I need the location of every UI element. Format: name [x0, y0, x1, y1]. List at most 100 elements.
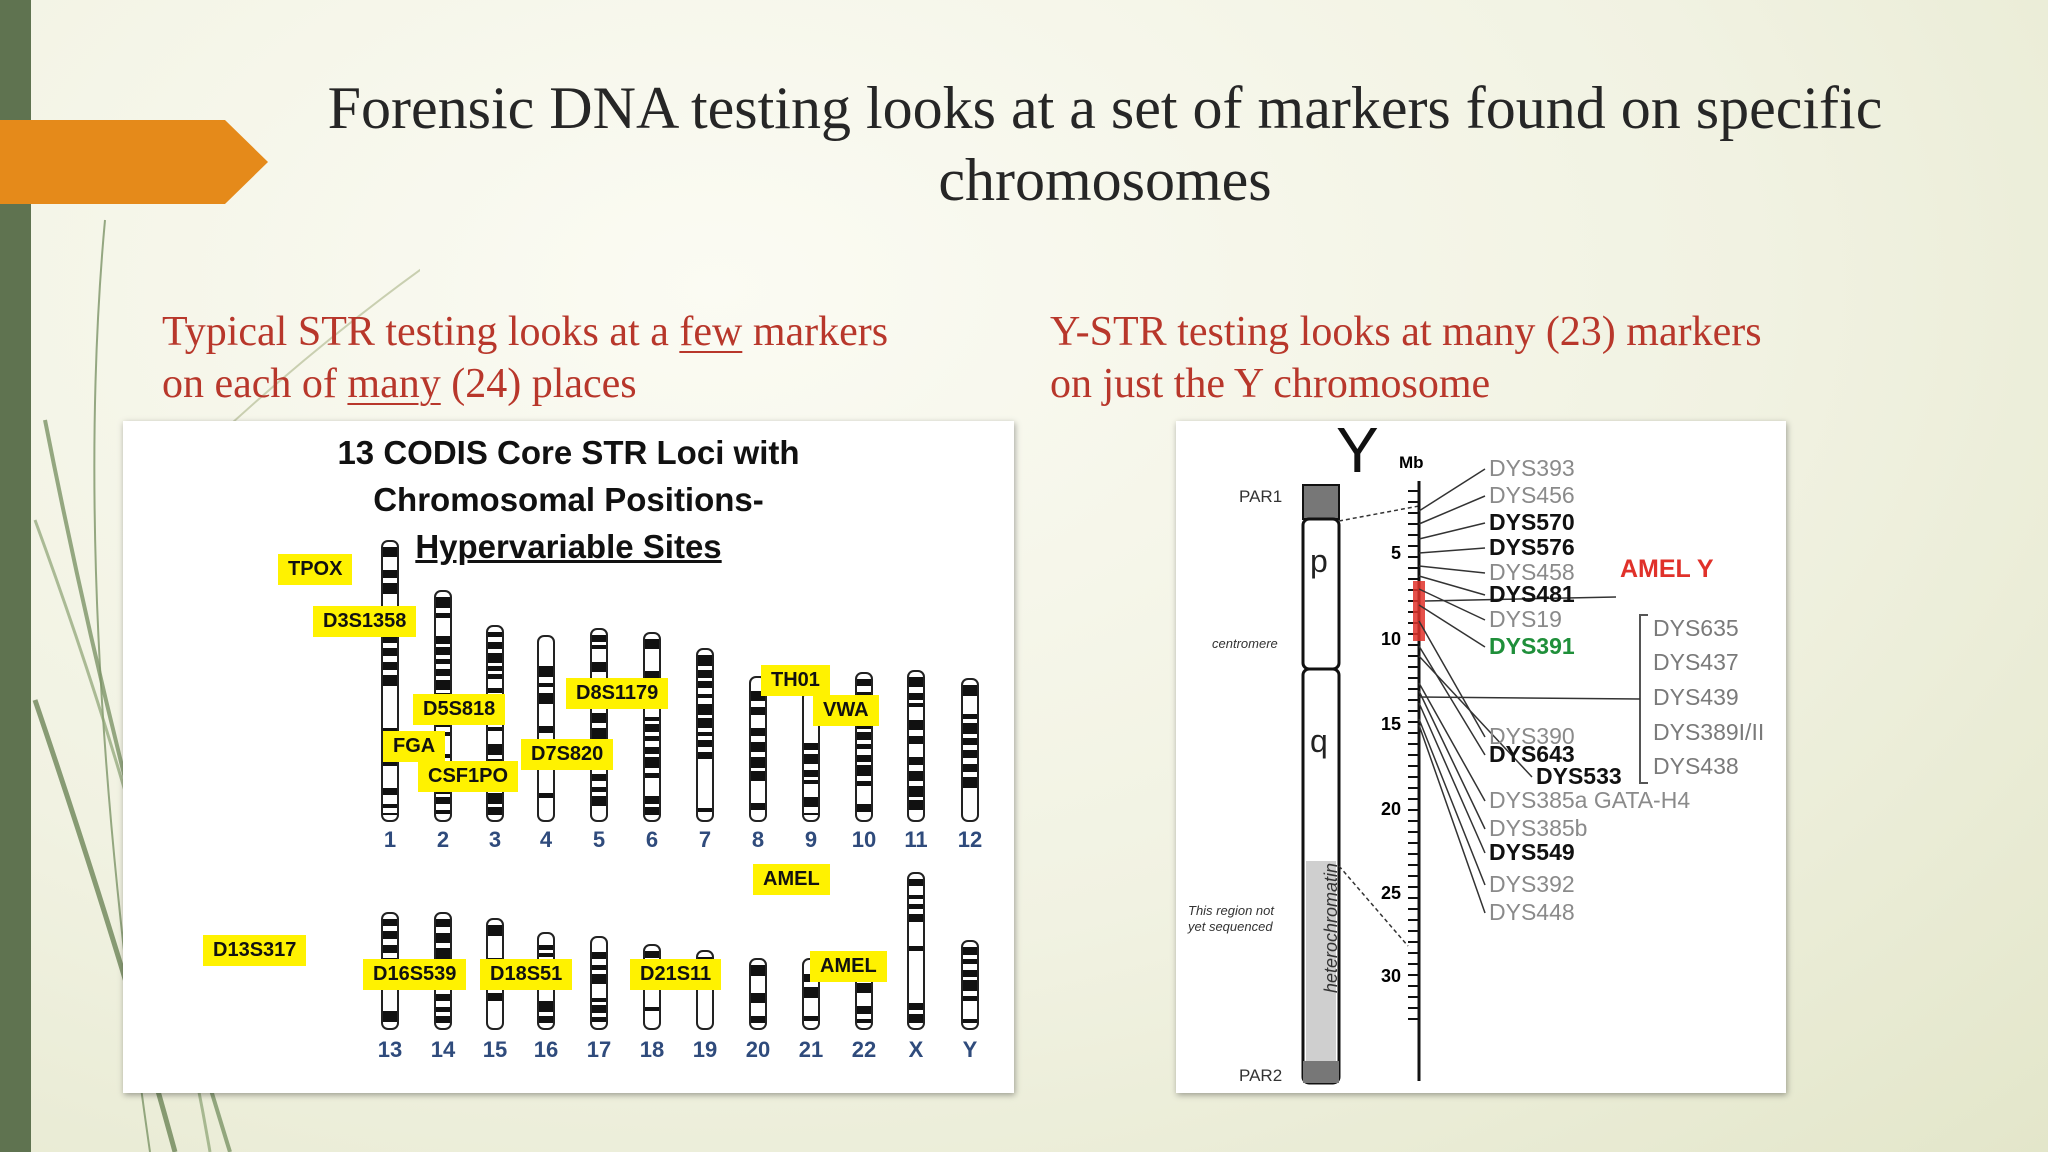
marker-leader-line: [1418, 682, 1486, 802]
underlined-many: many: [347, 361, 441, 407]
chromosome-band: [488, 666, 502, 671]
mb-scale-label: 25: [1380, 883, 1401, 903]
chromosome-number: 16: [533, 1037, 559, 1062]
chromosome-band: [909, 879, 923, 886]
chromosome-band: [383, 1011, 397, 1022]
locus-vwa: VWA: [813, 695, 879, 726]
chromosome-band: [857, 1006, 871, 1014]
chromosome-band: [909, 677, 923, 687]
y-str-marker: DYS458: [1489, 559, 1575, 585]
chromosome-11: [907, 670, 925, 822]
chromosome-band: [645, 757, 659, 768]
chromosome-band: [857, 755, 871, 762]
chromosome-band: [857, 692, 871, 697]
chromosome-band: [488, 807, 502, 815]
chromosome-band: [383, 931, 397, 939]
chromosome-band: [383, 547, 397, 557]
y-chromosome-diagram: [1301, 468, 1648, 1085]
locus-fga: FGA: [383, 731, 446, 762]
chromosome-band: [539, 693, 553, 704]
chromosome-band: [539, 666, 553, 677]
chromosome-band: [698, 740, 712, 747]
y-str-marker: DYS385a GATA-H4: [1489, 787, 1691, 813]
chromosome-number: 13: [377, 1037, 403, 1062]
p-arm: [1301, 517, 1341, 671]
chromosome-band: [909, 800, 923, 810]
chromosome-band: [909, 757, 923, 765]
y-str-marker: DYS549: [1489, 839, 1575, 865]
chromosome-band: [645, 807, 659, 815]
chromosome-band: [909, 1003, 923, 1010]
y-str-marker: DYS393: [1489, 455, 1575, 481]
chromosome-number: 18: [639, 1037, 665, 1062]
chromosome-number: 2: [436, 827, 450, 852]
marker-leader-line: [1418, 588, 1486, 621]
mb-scale-label: 10: [1380, 629, 1401, 649]
chromosome-band: [645, 724, 659, 732]
chromosome-band: [751, 993, 765, 1003]
y-str-marker: DYS448: [1489, 899, 1575, 925]
chromosome-band: [698, 694, 712, 698]
marker-leader-line: [1418, 620, 1486, 738]
chromosome-band: [751, 803, 765, 810]
y-str-marker: DYS576: [1489, 534, 1575, 560]
marker-leader-line: [1418, 547, 1486, 554]
marker-leader-line: [1418, 690, 1486, 830]
chromosome-band: [963, 764, 977, 772]
chromosome-number: 15: [482, 1037, 508, 1062]
chromosome-5: [590, 628, 608, 822]
chromosome-band: [963, 685, 977, 696]
par1-connector: [1338, 505, 1420, 522]
bracketed-marker: DYS389I/II: [1653, 719, 1765, 745]
chromosome-band: [857, 679, 871, 686]
chromosome-number: 19: [692, 1037, 718, 1062]
marker-leader-line: [1418, 718, 1486, 886]
unsequenced-note-line2: yet sequenced: [1188, 919, 1273, 934]
chromosome-band: [436, 1016, 450, 1023]
y-letter: Y: [1336, 414, 1379, 486]
chromosome-band: [436, 948, 450, 959]
chromosome-number: 1: [383, 827, 397, 852]
chromosome-band: [592, 1017, 606, 1022]
locus-tpox: TPOX: [278, 554, 353, 585]
chromosome-band: [909, 904, 923, 909]
chromosome-band: [804, 780, 818, 784]
underlined-few: few: [679, 309, 743, 355]
chromosome-band: [751, 771, 765, 781]
chromosome-band: [539, 726, 553, 733]
chromosome-band: [436, 919, 450, 927]
marker-leader-line: [1418, 522, 1486, 540]
chromosome-band: [436, 1007, 450, 1012]
chromosome-band: [751, 707, 765, 715]
marker-leader-line: [1418, 565, 1486, 574]
chromosome-band: [909, 703, 923, 707]
chromosome-band: [436, 994, 450, 1001]
q-arm-label: q: [1310, 723, 1328, 759]
chromosome-band: [488, 993, 502, 1001]
chromosome-band: [698, 681, 712, 688]
bracketed-marker: DYS439: [1653, 684, 1739, 710]
chromosome-band: [592, 787, 606, 792]
chromosome-band: [963, 959, 977, 964]
left-subtitle-text: (24) places: [440, 361, 637, 407]
marker-leader-line: [1418, 645, 1486, 756]
amel-y-region: [1413, 581, 1425, 641]
chromosome-band: [645, 747, 659, 754]
chromosome-band: [592, 952, 606, 959]
chromosome-band: [751, 757, 765, 768]
codis-title-line2: Chromosomal Positions-: [373, 481, 764, 518]
bracket-leader-line: [1418, 696, 1641, 700]
chromosome-band: [804, 754, 818, 764]
chromosome-number: 12: [957, 827, 983, 852]
chromosome-band: [698, 655, 712, 666]
marker-bracket: [1639, 614, 1648, 784]
y-str-marker: DYS570: [1489, 509, 1575, 535]
right-subtitle-line2: on just the Y chromosome: [1050, 361, 1491, 407]
chromosome-band: [488, 744, 502, 755]
chromosome-band: [488, 674, 502, 679]
locus-d18s51: D18S51: [480, 959, 573, 990]
chromosome-band: [592, 796, 606, 806]
chromosome-band: [963, 714, 977, 719]
chromosome-band: [751, 742, 765, 752]
chromosome-band: [857, 725, 871, 729]
